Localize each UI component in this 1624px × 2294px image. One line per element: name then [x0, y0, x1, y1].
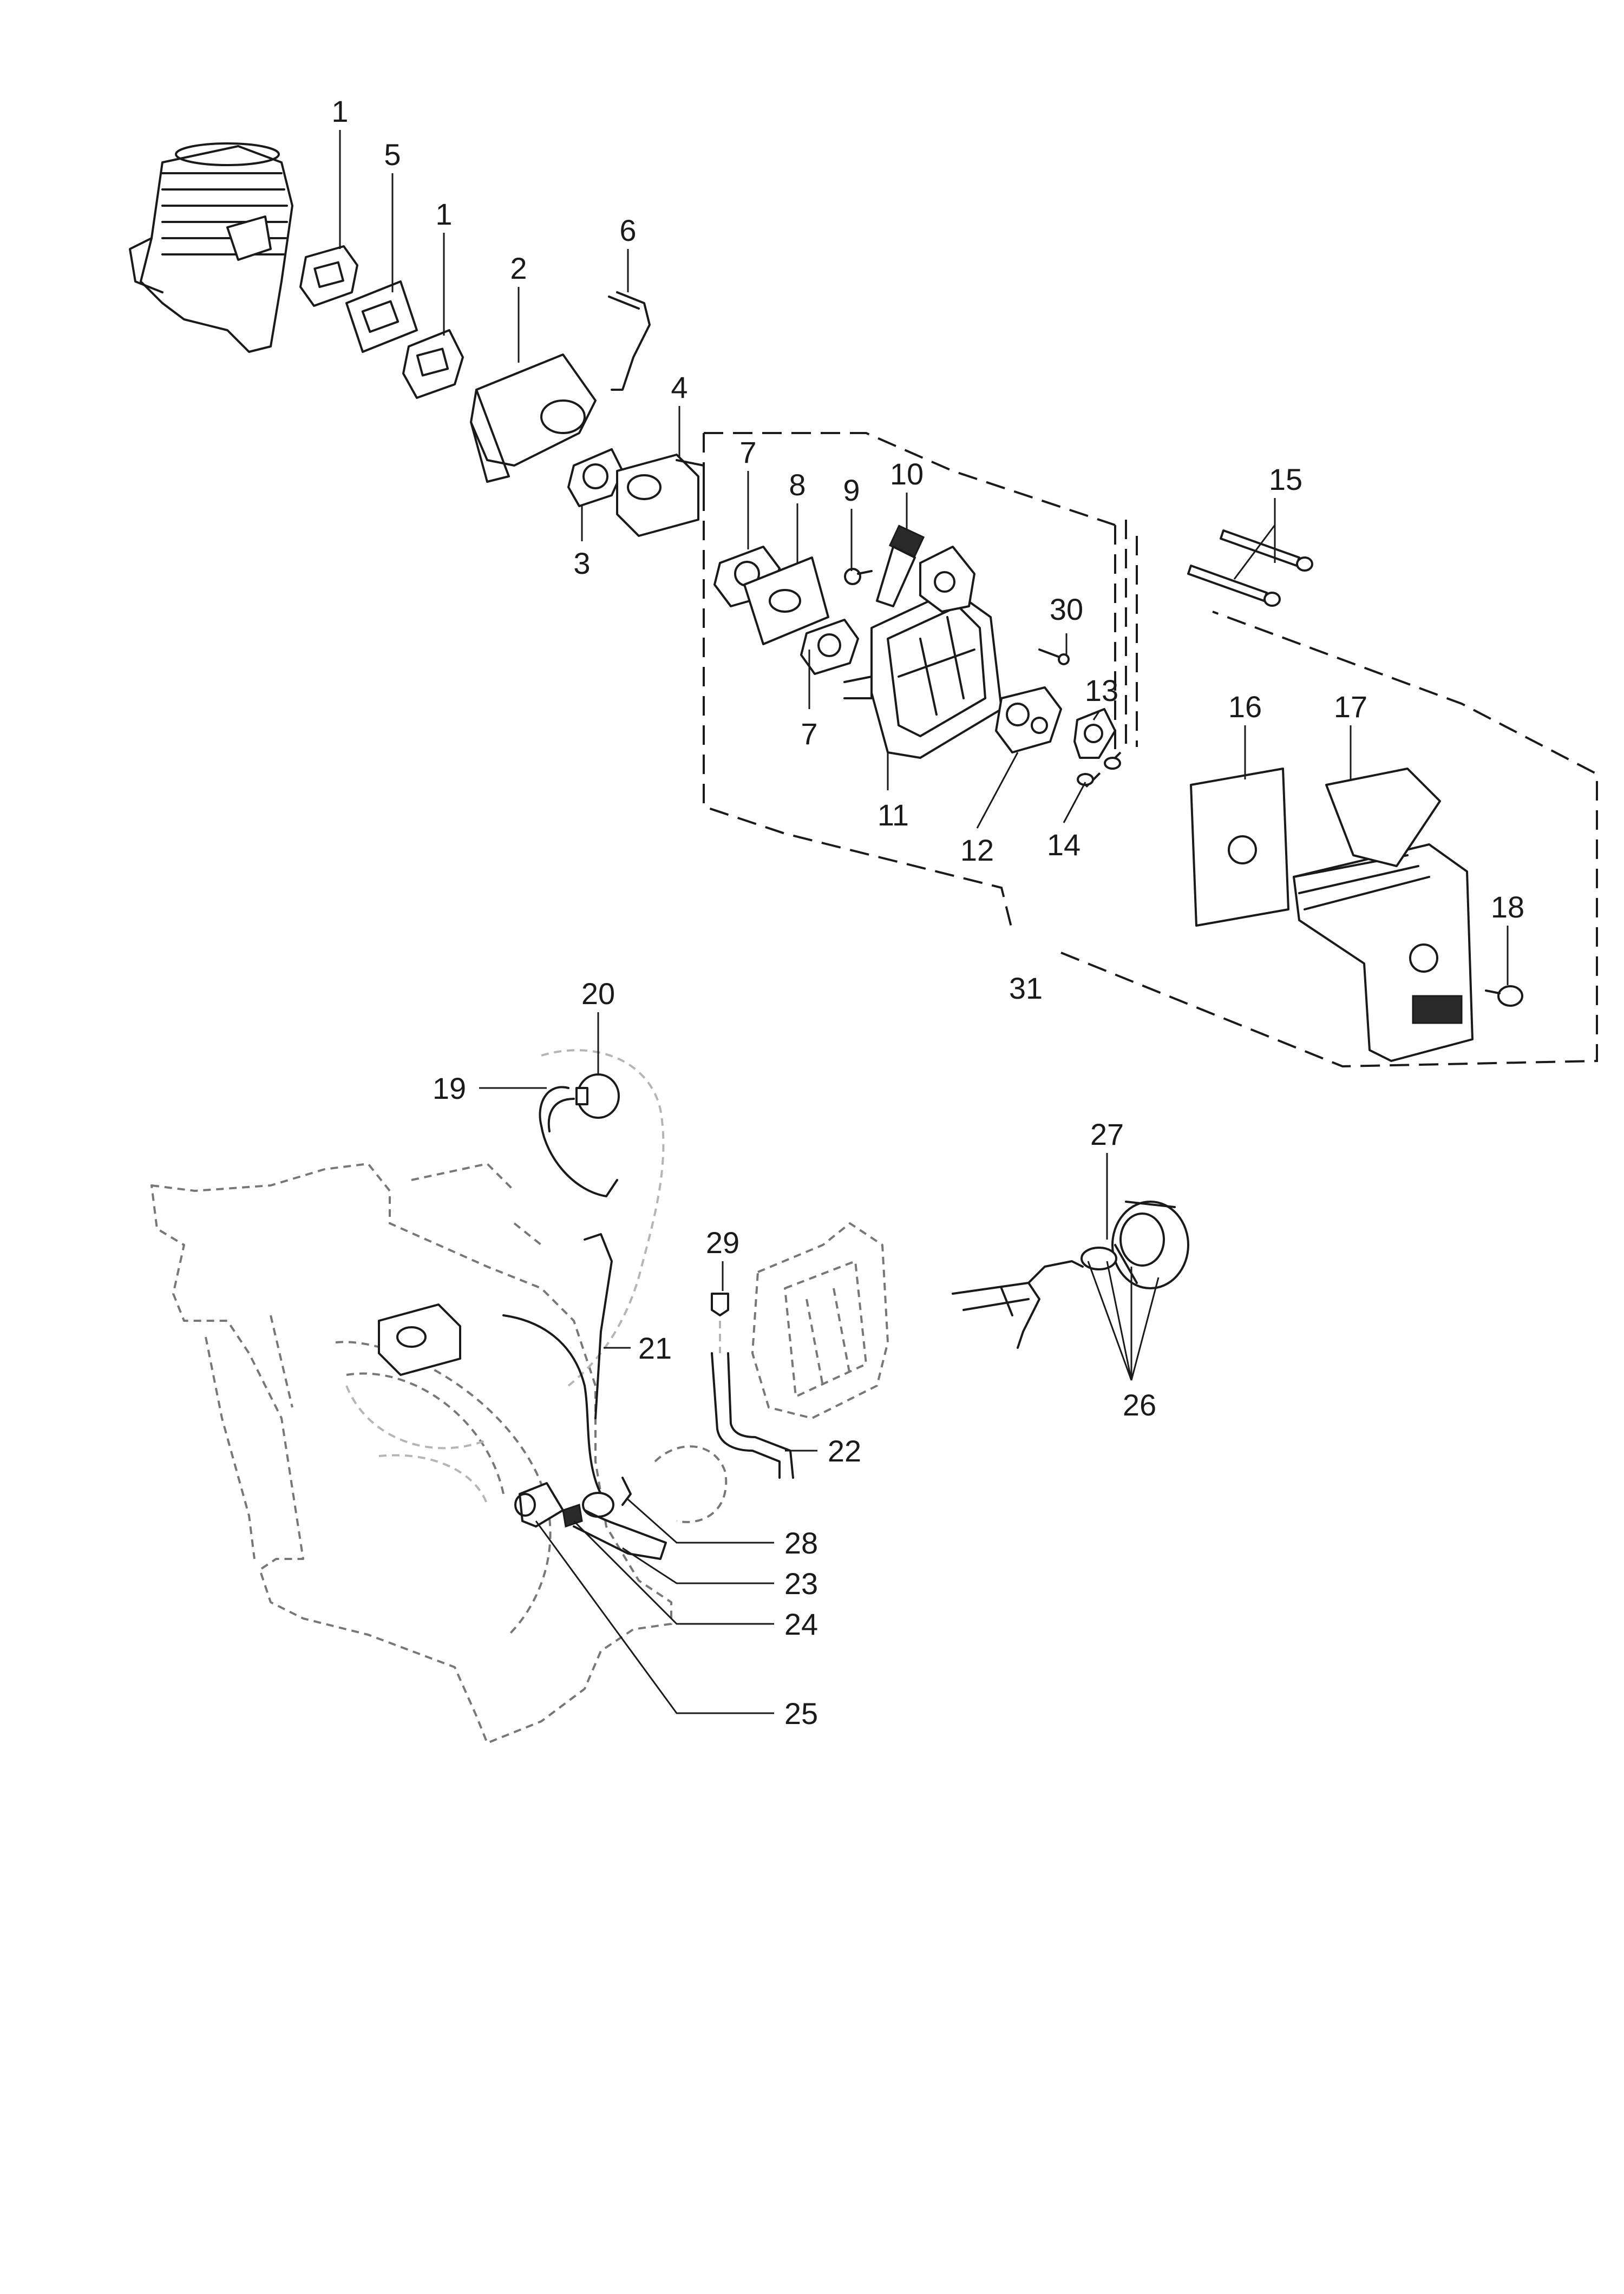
- callout-5: 5: [384, 137, 401, 172]
- callout-31: 31: [1009, 971, 1043, 1005]
- part-13: [1073, 708, 1116, 759]
- callout-22: 22: [828, 1434, 861, 1468]
- callout-24: 24: [784, 1607, 818, 1641]
- gasket-1-upper: [299, 245, 358, 307]
- gasket-5: [345, 280, 418, 353]
- choke-lever-10: [876, 525, 925, 607]
- callout-9: 9: [843, 473, 860, 507]
- bolts-15: [1187, 529, 1313, 607]
- callout-12: 12: [960, 833, 994, 867]
- gasket-1-lower: [402, 329, 464, 399]
- callout-2: 2: [510, 251, 527, 285]
- callout-29: 29: [706, 1225, 739, 1260]
- fuel-line-19: [539, 1086, 618, 1197]
- plate-8: [743, 556, 829, 645]
- gasket-3: [567, 448, 624, 507]
- clip-24: [562, 1504, 583, 1528]
- callout-4: 4: [671, 370, 687, 404]
- callout-30: 30: [1050, 592, 1083, 626]
- carburetor-4: [616, 454, 705, 537]
- engine-cylinder: [129, 142, 293, 353]
- fuel-filter-28: [582, 1477, 632, 1518]
- callout-23: 23: [784, 1567, 818, 1601]
- callout-labels: 1 5 1 6 2 4 3 7 8 9 10 7 11 30 13 12 14 …: [331, 94, 1524, 1731]
- carburetor-lower: [378, 1303, 461, 1376]
- retainer-26: [952, 1247, 1117, 1349]
- blower-housing-outline: [150, 1163, 672, 1744]
- callout-6: 6: [619, 213, 636, 247]
- filter-housing-11: [843, 546, 1003, 759]
- filter-25: [514, 1482, 564, 1528]
- tank-fitting: [654, 1445, 728, 1523]
- fuel-tank-outline: [345, 1049, 665, 1450]
- air-filter-16: [1190, 768, 1289, 927]
- callout-8: 8: [789, 468, 806, 502]
- hose-23: [573, 1509, 667, 1560]
- hose-22: [711, 1352, 794, 1479]
- callout-14: 14: [1047, 828, 1081, 862]
- choke-part-12: [995, 686, 1062, 753]
- fuel-cap-27: [1111, 1201, 1189, 1289]
- callout-20: 20: [581, 976, 615, 1011]
- screw-30: [1038, 648, 1070, 665]
- callout-7a: 7: [739, 435, 756, 469]
- filter-housing-outline: [751, 1222, 889, 1419]
- gasket-7-lower: [800, 619, 859, 675]
- nut-14: [1077, 757, 1121, 786]
- callout-11: 11: [878, 798, 909, 832]
- screw-18: [1485, 985, 1523, 1007]
- fuel-line-21: [502, 1233, 613, 1495]
- callout-28: 28: [784, 1526, 818, 1560]
- callout-16: 16: [1228, 690, 1262, 724]
- callout-7b: 7: [801, 717, 817, 751]
- callout-21: 21: [638, 1331, 672, 1365]
- callout-15: 15: [1269, 462, 1302, 496]
- callout-10: 10: [890, 457, 924, 491]
- callout-27: 27: [1090, 1117, 1124, 1151]
- callout-3: 3: [573, 546, 590, 580]
- callout-13: 13: [1085, 673, 1118, 707]
- callout-26: 26: [1123, 1388, 1156, 1422]
- callout-18: 18: [1491, 890, 1524, 924]
- intake-spacer-2: [470, 353, 597, 483]
- filter-cover-17: [1293, 768, 1474, 1062]
- primer-bulb-20: [575, 1073, 620, 1119]
- callout-1b: 1: [435, 197, 452, 231]
- callout-17: 17: [1334, 690, 1367, 724]
- callout-25: 25: [784, 1696, 818, 1731]
- leader-lines: [339, 130, 1509, 1714]
- callout-1a: 1: [331, 94, 348, 128]
- throttle-rod-6: [608, 291, 651, 391]
- callout-19: 19: [433, 1071, 466, 1105]
- fitting-29: [711, 1293, 729, 1353]
- screw-9: [844, 568, 873, 585]
